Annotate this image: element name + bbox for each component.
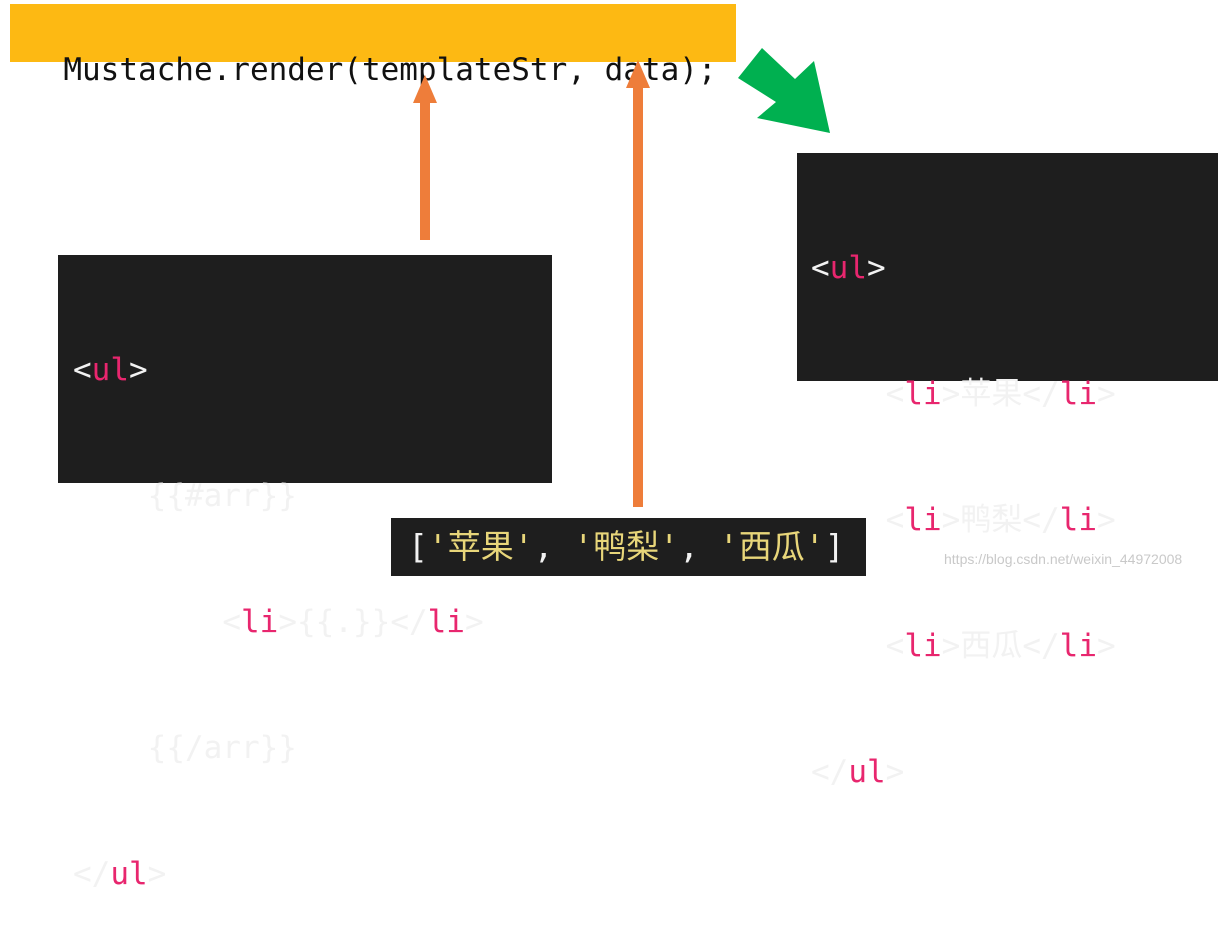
render-call-text: Mustache.render(templateStr, data); [63,52,717,88]
output-line-li: <li>苹果</li> [885,376,1116,412]
output-line-ul-open: <ul> [811,250,886,286]
template-line-section-open: {{#arr}} [147,478,297,514]
template-line-section-close: {{/arr}} [147,730,297,766]
array-close-bracket: ] [824,527,845,566]
array-item-string: '西瓜' [718,527,825,566]
array-item-string: '鸭梨' [573,527,680,566]
watermark: https://blog.csdn.net/weixin_44972008 [944,551,1183,567]
output-line-li: <li>鸭梨</li> [885,502,1116,538]
array-open-bracket: [ [408,527,428,566]
data-to-call-arrow [626,60,650,507]
output-code-box: <ul> <li>苹果</li> <li>鸭梨</li> <li>西瓜</li>… [797,153,1218,790]
template-code-box: <ul> {{#arr}} <li>{{.}}</li> {{/arr}} </… [58,255,552,892]
template-to-call-arrow [413,75,437,240]
data-array-box: ['苹果', '鸭梨', '西瓜'] [391,518,866,576]
call-to-output-arrow [738,48,830,133]
output-line-li: <li>西瓜</li> [885,628,1116,664]
template-line-ul-close: </ul> [73,856,167,892]
render-call-box: Mustache.render(templateStr, data); [10,4,736,88]
arrows-layer [413,48,830,507]
template-line-li: <li>{{.}}</li> [222,604,484,640]
output-line-ul-close: </ul> [811,754,905,790]
array-item-string: '苹果' [427,527,534,566]
template-line-ul-open: <ul> [73,352,148,388]
